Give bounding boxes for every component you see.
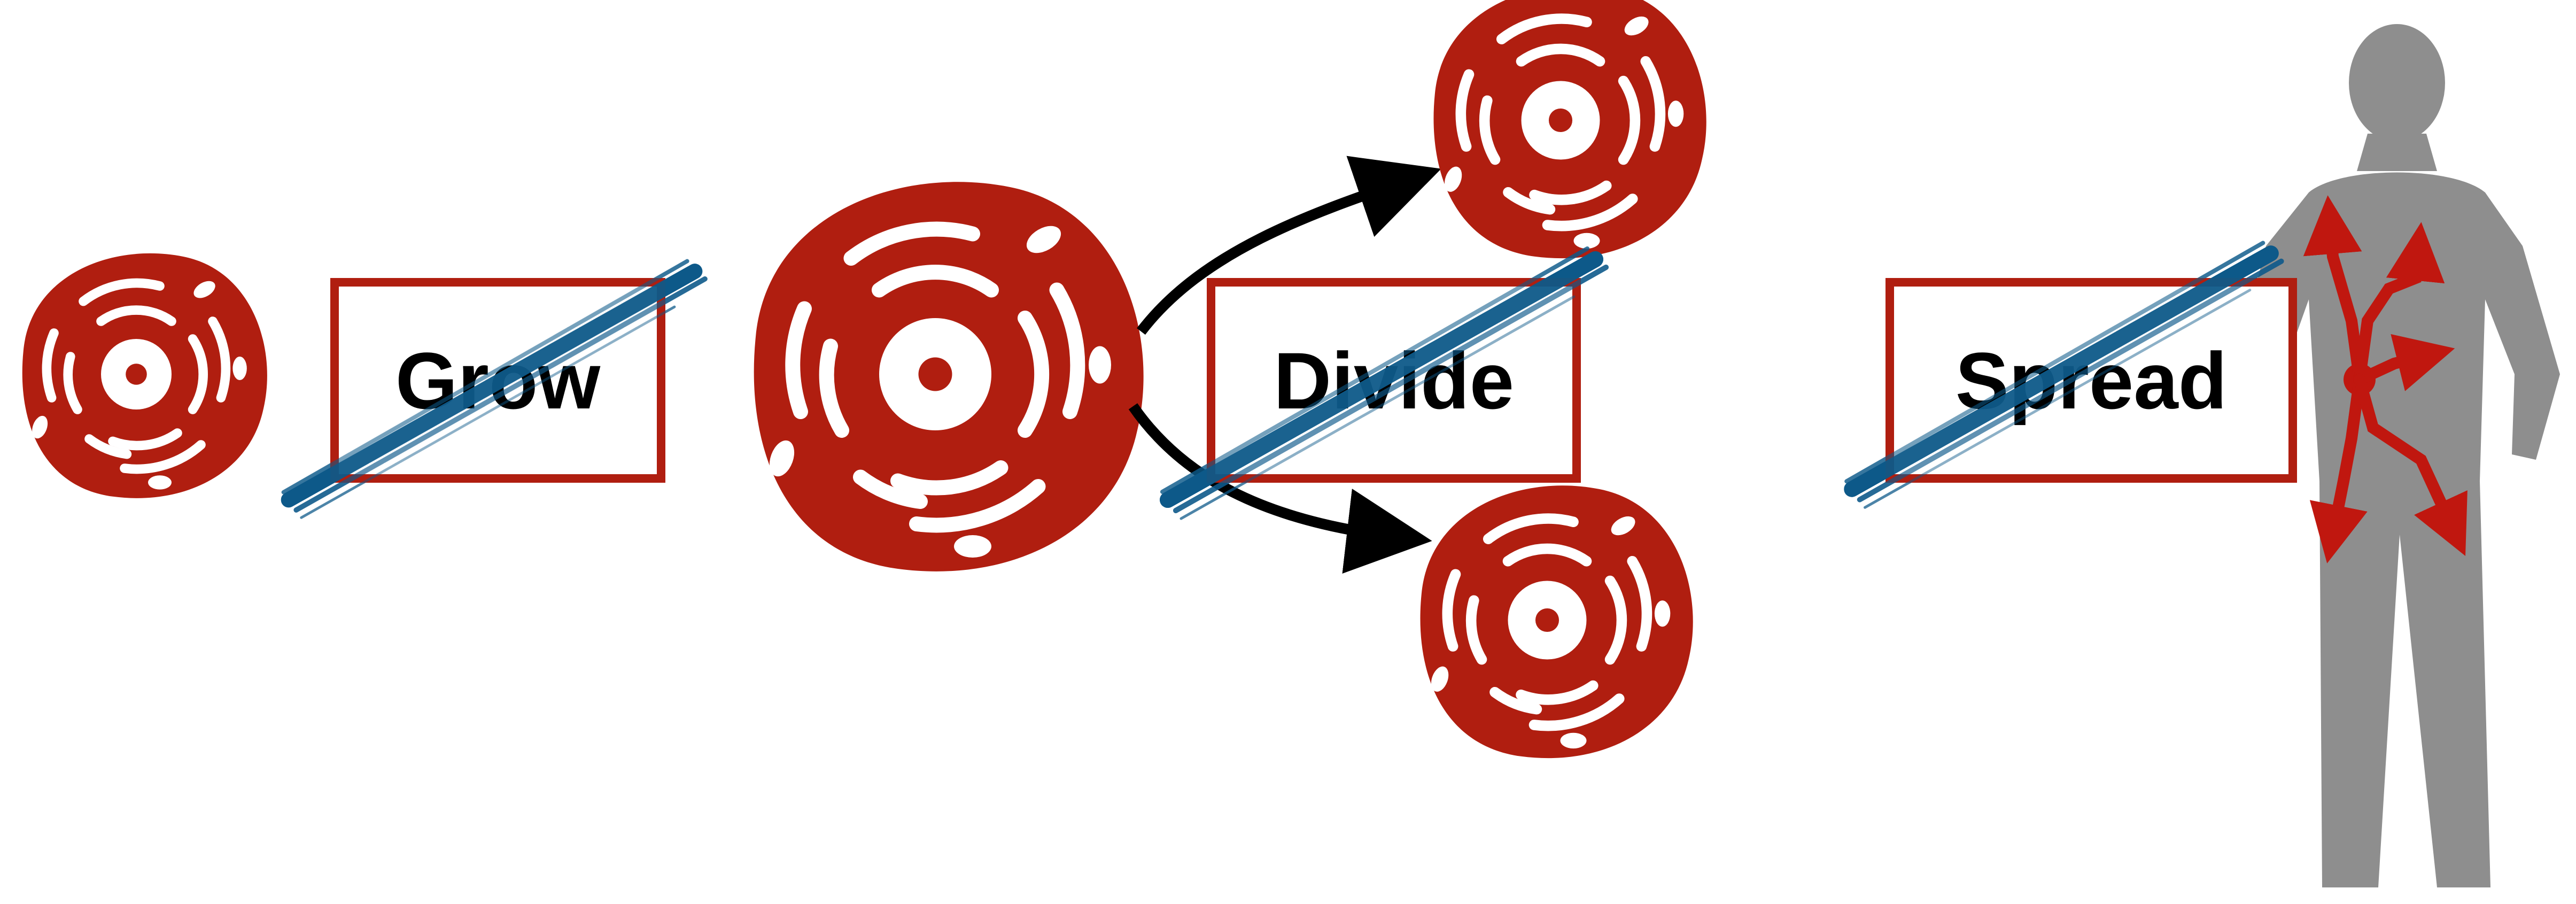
divide-step-box: Divide xyxy=(1207,278,1581,483)
person-silhouette-icon xyxy=(2234,24,2560,887)
grow-step-box: Grow xyxy=(330,278,665,483)
spread-arrows-icon xyxy=(2303,195,2468,563)
small-cell-icon xyxy=(22,253,267,498)
large-cell-icon xyxy=(754,182,1144,571)
divide-label: Divide xyxy=(1273,335,1515,426)
spread-label: Spread xyxy=(1955,335,2228,426)
daughter-cell-icon xyxy=(1433,0,1706,258)
daughter-cell-icon xyxy=(1420,485,1693,758)
spread-step-box: Spread xyxy=(1886,278,2297,483)
grow-label: Grow xyxy=(395,335,601,426)
